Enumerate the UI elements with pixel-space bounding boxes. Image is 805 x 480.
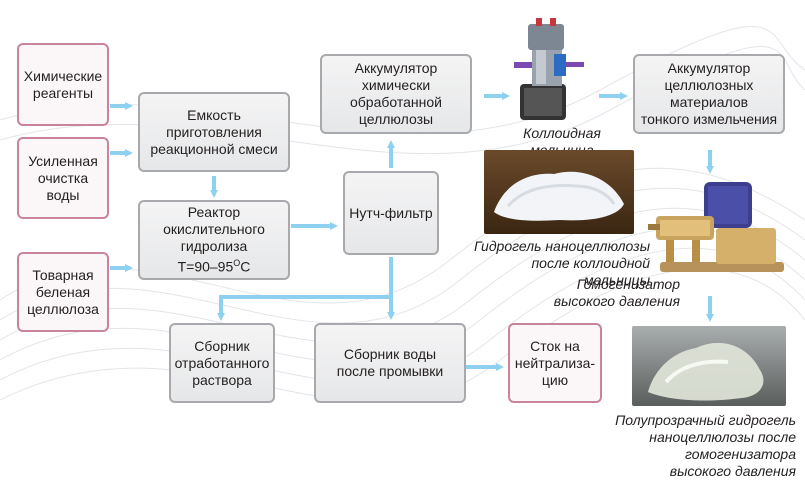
box-mixing-tank: Емкость приготовления реакционной смеси	[138, 92, 290, 172]
box-reactor: Реактор окислительного гидролиза T=90–95…	[138, 200, 290, 280]
box-drain-neutralization: Сток на нейтрализа- цию	[508, 323, 602, 403]
translucent-hydrogel-image	[632, 326, 786, 406]
homogenizer-image	[648, 182, 784, 272]
caption-translucent-hydrogel: Полупрозрачный гидрогель наноцеллюлозы п…	[615, 412, 796, 479]
box-chemical-reagents: Химические реагенты	[17, 43, 109, 126]
box-accumulator-treated: Аккумулятор химически обработанной целлю…	[320, 54, 472, 134]
reactor-temperature: T=90–95OC	[177, 258, 251, 275]
box-water-purification: Усиленная очистка воды	[17, 137, 109, 219]
caption-hydrogel-after-mill: Гидрогель наноцеллюлозы после коллоидной…	[474, 238, 650, 288]
box-accumulator-fine: Аккумулятор целлюлозных материалов тонко…	[633, 54, 785, 134]
box-wash-water: Сборник воды после промывки	[314, 323, 466, 403]
box-bleached-cellulose: Товарная беленая целлюлоза	[17, 252, 109, 332]
colloid-mill-image	[514, 18, 584, 120]
caption-homogenizer: Гомогенизатор высокого давления	[553, 276, 680, 309]
reactor-title: Реактор окислительного гидролиза	[163, 204, 265, 255]
hydrogel-after-mill-image	[484, 150, 634, 234]
box-spent-solution: Сборник отработанного раствора	[169, 323, 275, 403]
box-nutsch-filter: Нутч-фильтр	[343, 171, 439, 255]
